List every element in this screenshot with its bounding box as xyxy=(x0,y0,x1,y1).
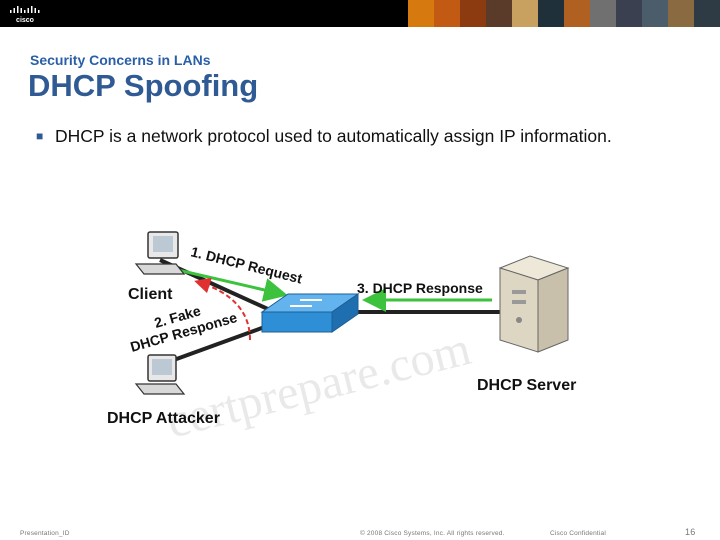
attacker-label: DHCP Attacker xyxy=(107,410,220,427)
footer-presentation-id: Presentation_ID xyxy=(20,530,70,537)
header-photo xyxy=(538,0,564,27)
header-photo xyxy=(512,0,538,27)
step3-label: 3. DHCP Response xyxy=(357,280,483,296)
dhcp-spoofing-diagram: certprepare.com Client DHCP Attacker DHC… xyxy=(107,231,576,440)
header-photo xyxy=(616,0,642,27)
section-title: Security Concerns in LANs xyxy=(30,52,211,68)
header-photo xyxy=(460,0,486,27)
cisco-logo-icon: cisco xyxy=(10,6,40,24)
bullet-item: ■ DHCP is a network protocol used to aut… xyxy=(36,125,636,148)
client-computer-icon xyxy=(134,231,186,275)
server-label: DHCP Server xyxy=(477,377,576,394)
header-photo xyxy=(668,0,694,27)
page-number: 16 xyxy=(685,527,696,537)
attacker-cable xyxy=(159,323,271,367)
bullet-marker-icon: ■ xyxy=(36,129,44,143)
logo-text: cisco xyxy=(16,17,34,24)
header-photo xyxy=(564,0,590,27)
header-photo xyxy=(486,0,512,27)
footer-confidential: Cisco Confidential xyxy=(550,530,606,537)
attacker-computer-icon xyxy=(134,354,186,395)
bullet-text: DHCP is a network protocol used to autom… xyxy=(55,126,612,146)
request-arrow xyxy=(177,268,288,302)
header-bar: cisco xyxy=(0,0,720,27)
header-photo xyxy=(694,0,720,27)
header-photo xyxy=(434,0,460,27)
header-photo xyxy=(408,0,434,27)
fake-response-arrow xyxy=(194,277,251,341)
footer-copyright: © 2008 Cisco Systems, Inc. All rights re… xyxy=(360,530,505,537)
header-photo xyxy=(642,0,668,27)
header-photo-strip xyxy=(408,0,720,27)
client-label: Client xyxy=(128,286,173,303)
server-icon xyxy=(498,255,570,353)
switch-icon xyxy=(260,293,360,333)
header-photo xyxy=(590,0,616,27)
slide-title: DHCP Spoofing xyxy=(28,68,259,103)
